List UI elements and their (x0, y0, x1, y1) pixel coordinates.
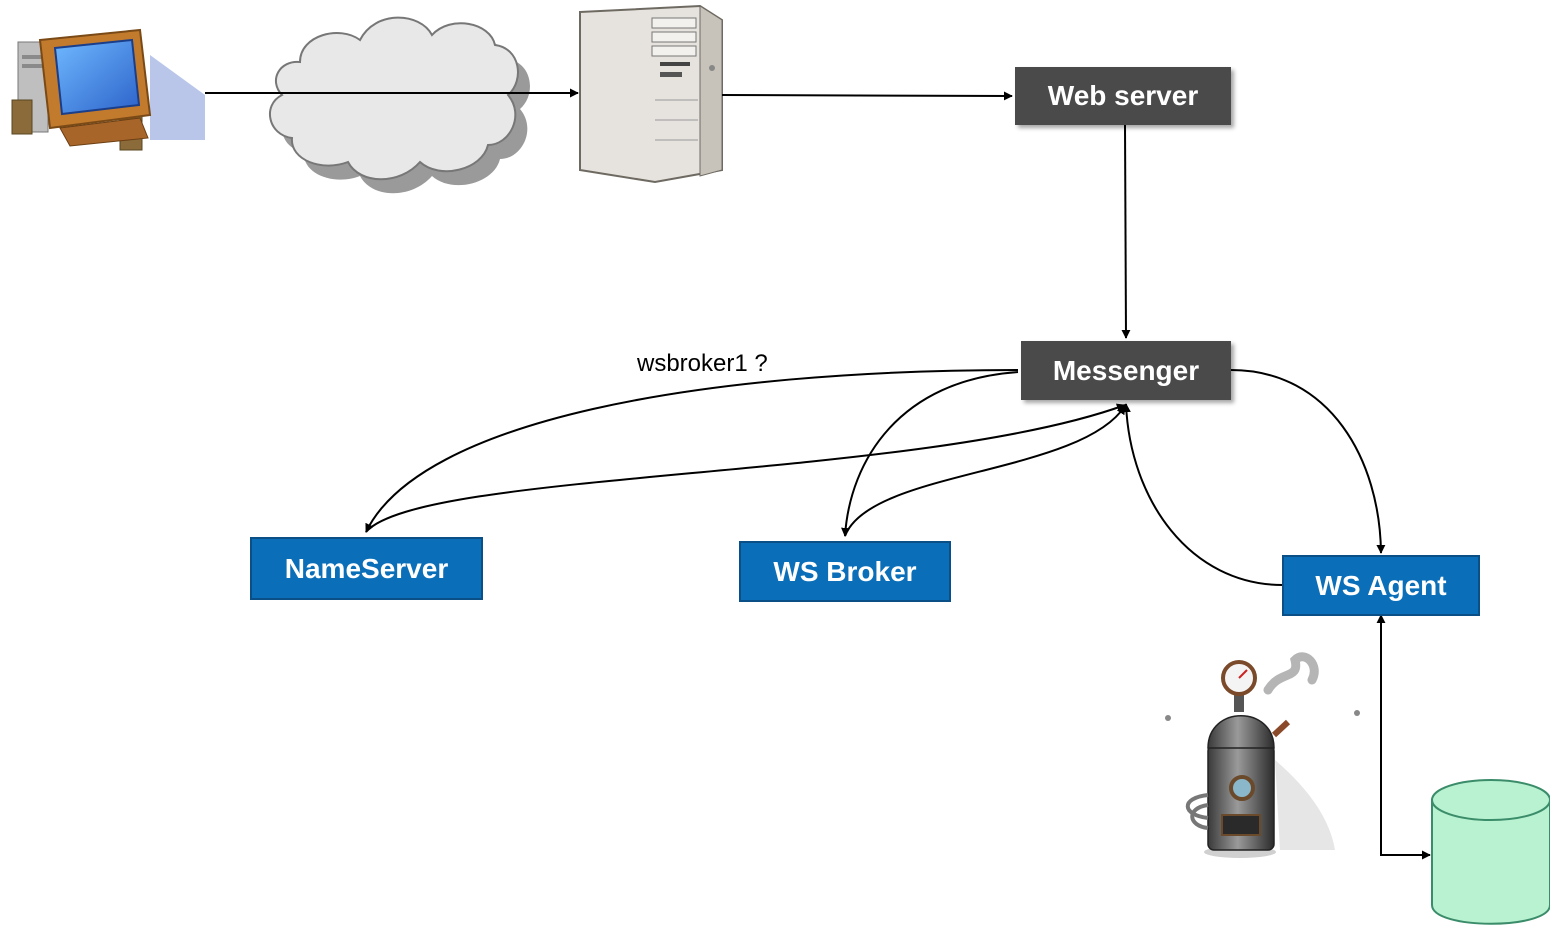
messenger-to-wsagent-arrow (1230, 369, 1386, 554)
server-to-webserver-line (721, 91, 1013, 101)
nameserver-label: NameServer (284, 552, 449, 584)
web-server-node[interactable]: Web server (1015, 67, 1231, 125)
cloud-icon (269, 16, 530, 194)
wsagent-to-messenger-arrow (1121, 403, 1284, 586)
wsagent-database-arrow (1376, 614, 1431, 860)
wsbroker-to-messenger-arrow (844, 405, 1126, 537)
webserver-to-messenger-arrow (1121, 124, 1131, 339)
ws-agent-node[interactable]: WS Agent (1282, 555, 1480, 616)
steam-boiler-icon (1165, 652, 1360, 858)
nameserver-node[interactable]: NameServer (250, 537, 483, 600)
ws-agent-label: WS Agent (1315, 569, 1447, 601)
ws-broker-node[interactable]: WS Broker (739, 541, 951, 602)
messenger-node[interactable]: Messenger (1021, 341, 1231, 400)
messenger-label: Messenger (1052, 354, 1200, 386)
nameserver-to-messenger-arrow (365, 403, 1126, 533)
messenger-to-wsbroker-arrow (841, 371, 1019, 537)
web-server-label: Web server (1047, 80, 1199, 111)
desktop-computer-icon (11, 28, 205, 151)
messenger-to-nameserver-arrow (365, 369, 1019, 533)
ws-broker-label: WS Broker (773, 555, 917, 587)
server-tower-icon (579, 4, 723, 184)
database-cylinder-icon (1431, 779, 1550, 925)
query-edge-label: wsbroker1 ? (637, 350, 768, 377)
